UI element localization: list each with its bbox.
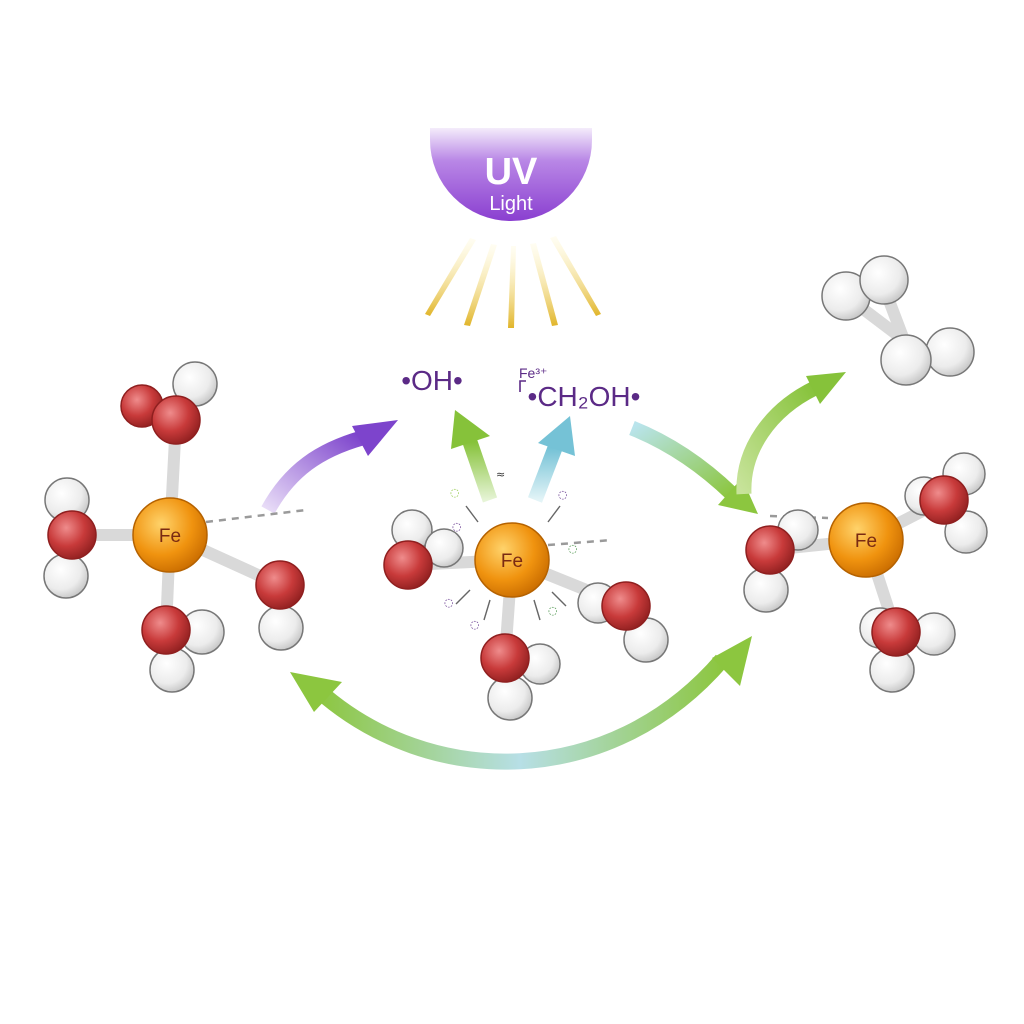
svg-text:◌: ◌	[444, 596, 454, 609]
uv-light-source: UV Light	[430, 128, 592, 221]
regeneration-cycle-arrow	[312, 654, 729, 770]
reaction-arrows	[261, 372, 846, 770]
right-iron-atom	[828, 502, 904, 578]
right-iron-complex: Fe	[743, 452, 988, 693]
svg-text:◌: ◌	[470, 618, 480, 631]
left-iron-label: Fe	[159, 526, 181, 547]
left-iron-atom	[132, 497, 208, 573]
arrow-head-green-center	[451, 410, 490, 449]
arrow-to-right-complex	[629, 421, 738, 500]
svg-text:◌: ◌	[452, 520, 462, 533]
fe3-bracket	[519, 380, 526, 392]
center-iron-label: Fe	[501, 551, 523, 572]
svg-text:≈: ≈	[496, 468, 505, 481]
decorative-particles: ◌ ≈ ◌ ◌ ◌ ◌ ◌ ◌	[444, 468, 578, 631]
arrow-to-hydroxyl	[261, 430, 365, 514]
arrow-head-right	[718, 478, 758, 514]
center-iron-atom	[474, 522, 550, 598]
arrow-to-product	[736, 381, 819, 495]
left-iron-complex: Fe	[43, 361, 305, 693]
center-iron-complex: Fe	[383, 505, 669, 721]
arrow-center-cyan	[527, 445, 563, 503]
uv-rays	[425, 236, 601, 328]
svg-text:◌: ◌	[558, 488, 568, 501]
svg-text:◌: ◌	[548, 604, 558, 617]
arrow-head-bottom-right	[712, 636, 752, 686]
arrow-center-green	[462, 439, 498, 503]
right-iron-label: Fe	[855, 531, 877, 552]
uv-title: UV	[485, 151, 538, 193]
svg-text:◌: ◌	[450, 486, 460, 499]
uv-subtitle: Light	[489, 193, 533, 215]
arrow-head-bottom-left	[290, 672, 342, 712]
arrow-head-product	[806, 372, 846, 404]
fe3-label: Fe³⁺	[519, 365, 547, 381]
hydroxyl-radical-label: •OH•	[401, 365, 463, 396]
svg-text:◌: ◌	[568, 542, 578, 555]
arrow-head-cyan	[538, 416, 575, 456]
product-molecule	[821, 255, 975, 386]
hydroxymethyl-radical-label: •CH₂OH•	[528, 381, 641, 412]
arrow-head-purple	[352, 420, 398, 456]
